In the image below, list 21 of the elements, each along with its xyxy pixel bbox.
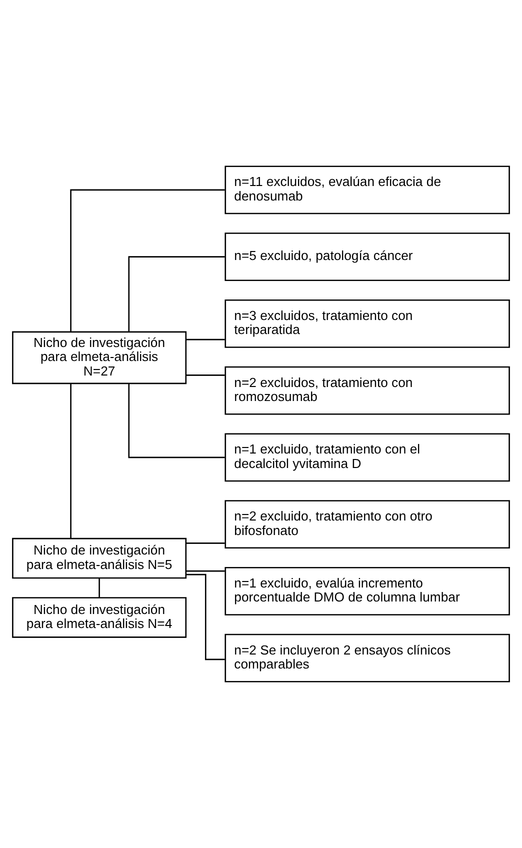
connector [70, 189, 225, 332]
node-box: n=2 excluido, tratamiento con otro bifosfonato [224, 500, 510, 549]
node-box: n=1 excluido, evalúa incremento porcentualde DMO de columna lumbar [224, 566, 510, 616]
connector [186, 542, 225, 544]
connector [98, 578, 100, 598]
connector [186, 374, 225, 376]
connector [186, 570, 225, 572]
node-box: Nicho de investigación para elmeta-análisis N=5 [12, 538, 187, 579]
connector [186, 338, 225, 340]
node-box: Nicho de investigación para elmeta-análisis N=4 [12, 597, 187, 638]
node-box: n=1 excluido, tratamiento con el decalcitol yvitamina D [224, 433, 510, 482]
connector [70, 384, 72, 539]
connector [186, 574, 225, 660]
node-box: n=5 excluido, patología cáncer [224, 232, 510, 282]
node-box: n=3 excluidos, tratamiento con teriparatida [224, 299, 510, 348]
node-box: n=2 excluidos, tratamiento con romozosumab [224, 366, 510, 415]
node-box: n=2 Se incluyeron 2 ensayos clínicos comparables [224, 634, 510, 682]
connector [128, 256, 225, 332]
node-box: Nicho de investigación para elmeta-análisis N=27 [12, 331, 187, 384]
node-box: n=11 excluidos, evalúan eficacia de denosumab [224, 166, 510, 214]
connector [128, 384, 225, 458]
